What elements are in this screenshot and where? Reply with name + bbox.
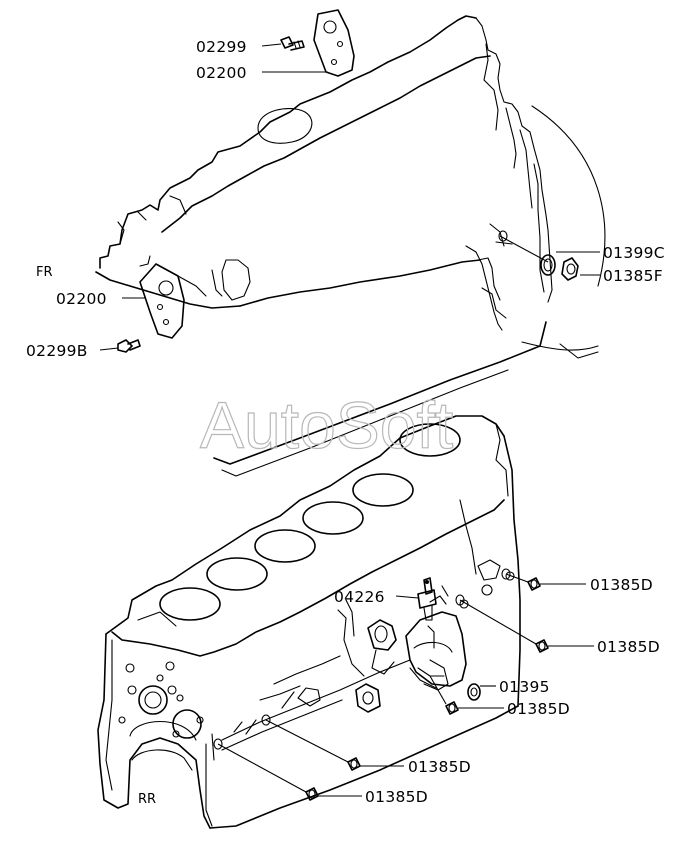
callout-label[interactable]: 01385D bbox=[590, 576, 653, 594]
plug-01385d-icon-3 bbox=[445, 701, 459, 715]
callout-label[interactable]: 01385D bbox=[507, 700, 570, 718]
cylinder-head bbox=[95, 15, 606, 477]
callout-label[interactable]: 02200 bbox=[196, 64, 247, 82]
cylinder-block bbox=[97, 415, 521, 829]
orientation-rear-label: RR bbox=[138, 792, 156, 807]
plug-01385d-icon-1 bbox=[527, 577, 541, 591]
block-plug-bores bbox=[213, 568, 511, 750]
callout-label[interactable]: 01395 bbox=[499, 678, 550, 696]
callout-label[interactable]: 01385F bbox=[603, 267, 663, 285]
plug-01385f-icon bbox=[561, 257, 579, 281]
bolt-02299-icon bbox=[280, 36, 305, 51]
callout-label[interactable]: 01385D bbox=[408, 758, 471, 776]
oil-pressure-sender-icon bbox=[417, 577, 437, 621]
leader-lines bbox=[99, 43, 600, 797]
washer-01395-icon bbox=[467, 683, 481, 701]
callout-label[interactable]: 01399C bbox=[603, 244, 665, 262]
washer-01399c-icon bbox=[540, 254, 556, 276]
plug-01385d-icon-2 bbox=[535, 639, 549, 653]
orientation-front-label: FR bbox=[36, 265, 53, 280]
engine-hanger-bracket-rear bbox=[313, 9, 355, 77]
engine-hanger-bracket-front bbox=[139, 263, 207, 339]
callout-label[interactable]: 02299B bbox=[26, 342, 88, 360]
bolt-02299b-icon bbox=[117, 339, 141, 353]
plug-01385d-icon-4 bbox=[347, 757, 361, 771]
watermark-text: AutoSoft bbox=[200, 388, 453, 462]
callout-label[interactable]: 01385D bbox=[597, 638, 660, 656]
callout-label[interactable]: 04226 bbox=[334, 588, 385, 606]
callout-label[interactable]: 02299 bbox=[196, 38, 247, 56]
callout-label[interactable]: 01385D bbox=[365, 788, 428, 806]
callout-label[interactable]: 02200 bbox=[56, 290, 107, 308]
head-plug-bore bbox=[498, 230, 508, 242]
